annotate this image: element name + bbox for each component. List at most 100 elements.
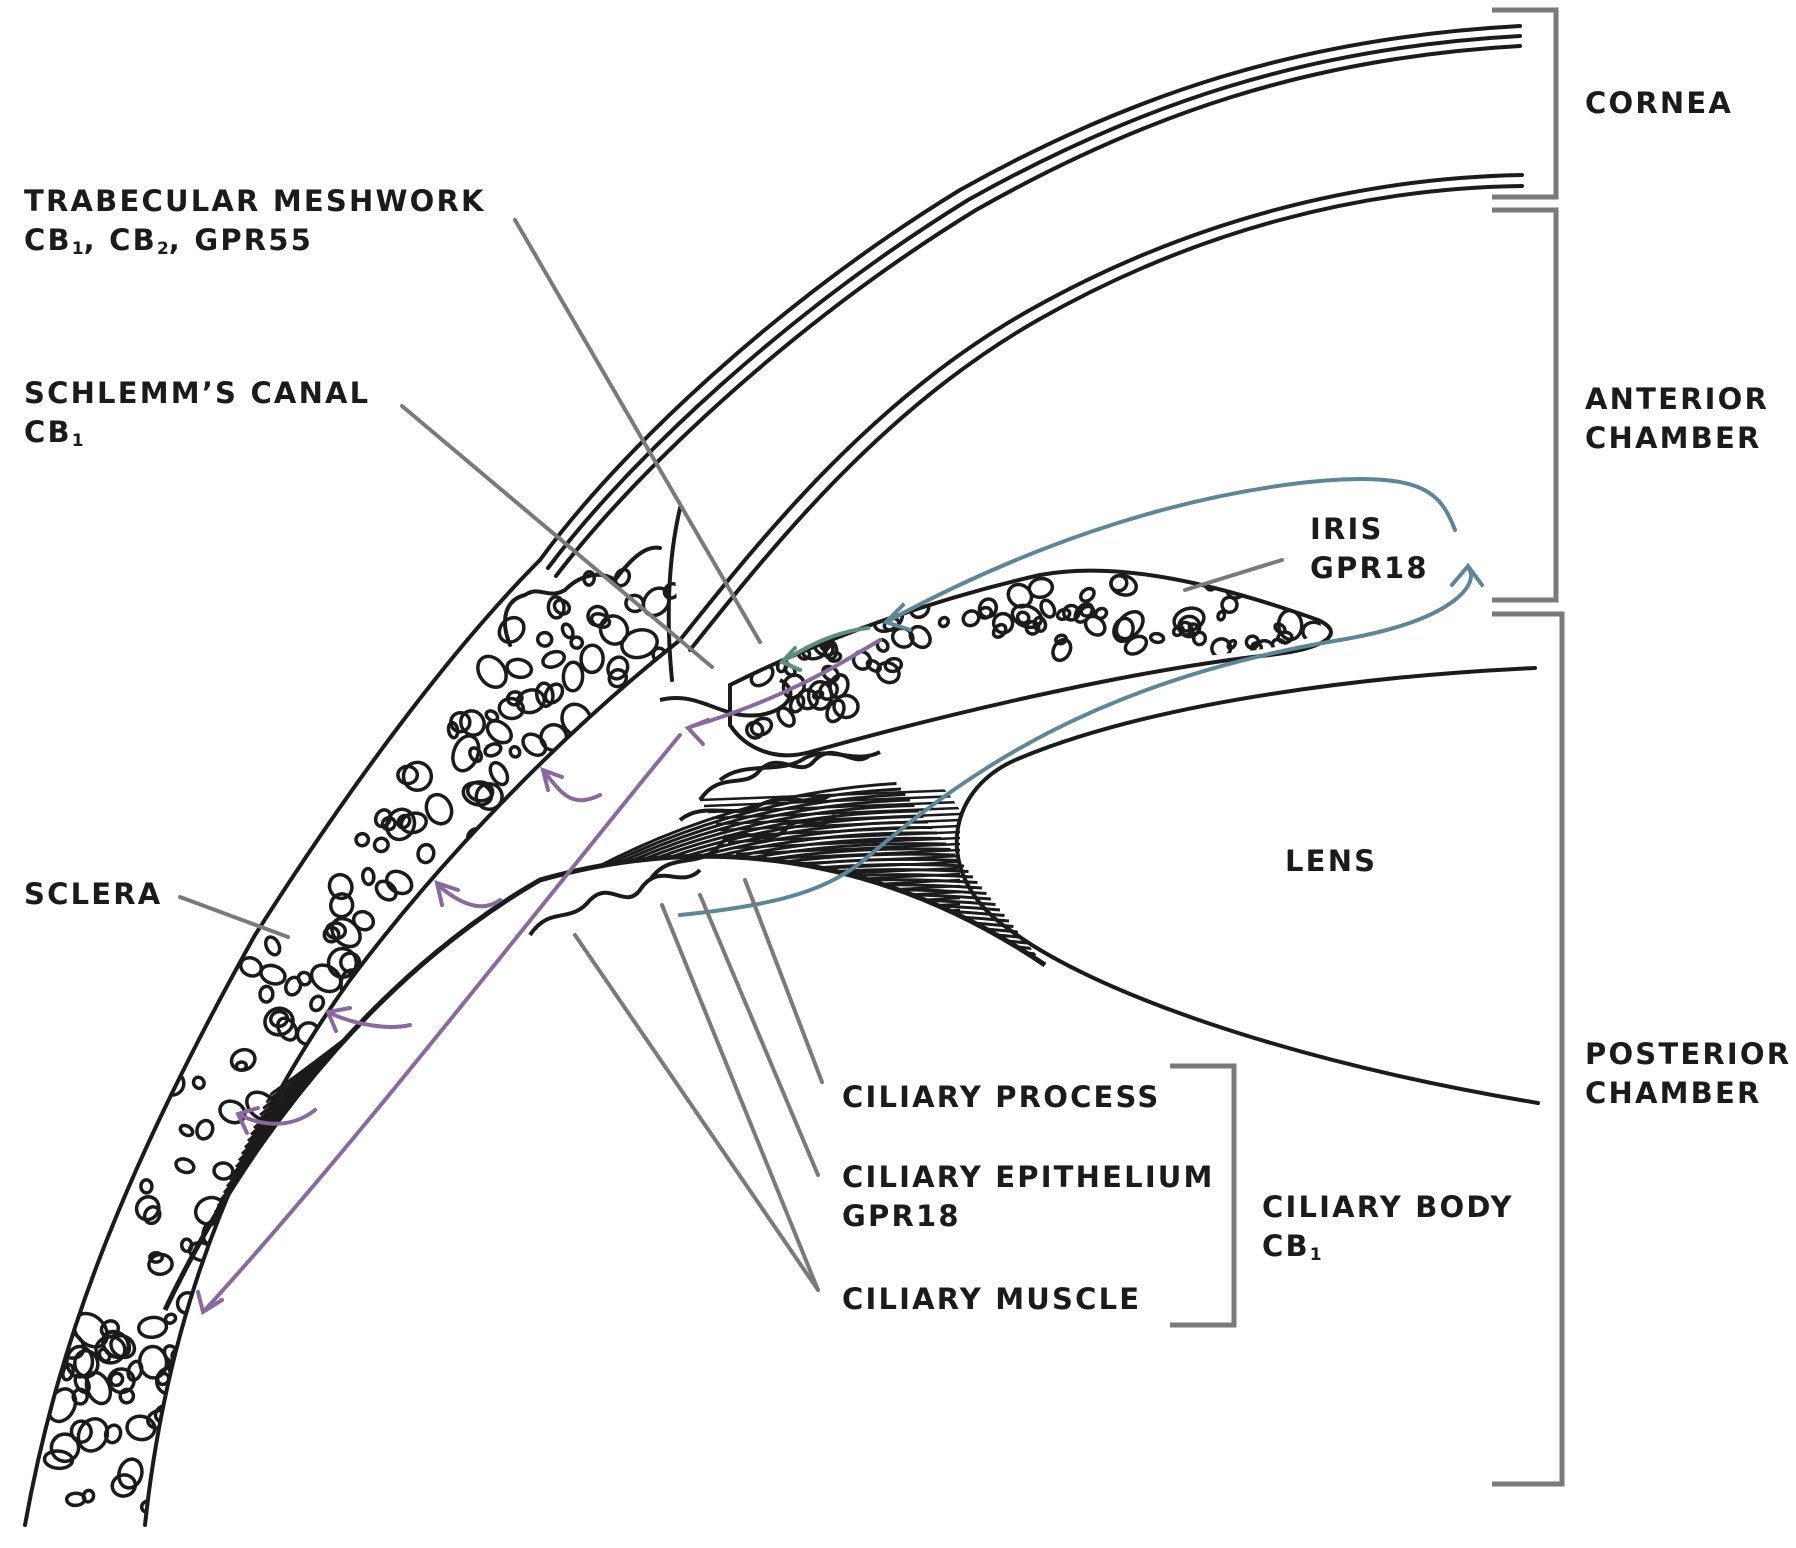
tissue-pore <box>73 1372 91 1395</box>
tissue-pore <box>488 760 510 787</box>
tissue-pore <box>125 1414 157 1442</box>
tissue-pore <box>324 921 348 941</box>
tissue-pore <box>582 569 596 587</box>
tissue-pore <box>875 660 901 685</box>
tissue-pore <box>598 614 630 646</box>
tissue-pore <box>1079 586 1096 603</box>
tissue-pore <box>329 892 355 919</box>
tissue-pore <box>126 1359 144 1382</box>
tissue-pore <box>613 567 632 588</box>
tissue-pore <box>309 994 326 1013</box>
tissue-pore <box>459 709 486 737</box>
tissue-pore <box>1226 638 1238 651</box>
tissue-pore <box>825 698 846 724</box>
tissue-pore <box>465 826 487 848</box>
muscle-fiber <box>219 868 969 1201</box>
tissue-pore <box>191 1075 206 1091</box>
label-anterior-chamber: ANTERIOR CHAMBER <box>1585 382 1770 455</box>
tissue-pore <box>1061 603 1081 622</box>
tissue-pore <box>81 1488 96 1504</box>
tissue-pore <box>234 1060 249 1072</box>
tissue-pore <box>991 611 1015 635</box>
tissue-pore <box>828 673 850 699</box>
arrow-head-icon <box>325 1006 352 1033</box>
tissue-pore <box>110 1473 138 1498</box>
aqueous-flow-path <box>678 477 1484 917</box>
zonule-fiber <box>723 824 961 838</box>
tissue-pore <box>174 1157 196 1175</box>
tissue-pore <box>65 1344 95 1379</box>
cornea-outer-layer-2 <box>546 34 1522 570</box>
tissue-pore <box>1216 609 1227 622</box>
tissue-pore <box>1244 634 1261 650</box>
leader-lines <box>178 218 1284 1292</box>
cornea-limbus-line <box>666 506 682 682</box>
tissue-pore <box>1220 595 1239 615</box>
tissue-pore <box>384 807 417 842</box>
leader-trabecular-meshwork <box>513 218 762 644</box>
muscle-fiber <box>171 945 1041 1305</box>
tissue-pore <box>296 970 313 987</box>
tissue-pore <box>1114 610 1145 641</box>
tissue-pore <box>508 745 522 759</box>
tissue-pore <box>546 595 566 620</box>
ciliary-process-folds <box>528 678 881 937</box>
tissue-pore <box>1112 616 1135 644</box>
tissue-pore <box>515 688 546 715</box>
muscle-fiber <box>243 825 933 1149</box>
tissue-pore <box>137 1315 169 1340</box>
tissue-pore <box>937 615 951 629</box>
tissue-pore <box>1148 631 1166 645</box>
tissue-pore <box>1006 582 1034 609</box>
trabecular-receptors: CB1, CB2, GPR55 <box>24 223 314 259</box>
zonule-fiber <box>727 830 961 844</box>
tissue-pore <box>749 716 774 737</box>
tissue-pore <box>1278 582 1294 596</box>
tissue-pore <box>94 1334 127 1365</box>
bracket-ciliary-body <box>1170 1063 1237 1328</box>
label-lens: LENS <box>1285 844 1378 878</box>
tissue-pore <box>103 1423 123 1445</box>
leader-ciliary-muscle-2 <box>573 933 820 1292</box>
cornea-inner-layer-1 <box>678 173 1524 642</box>
arrow-head-icon <box>540 766 564 792</box>
tissue-pore <box>258 984 275 1004</box>
leader-iris <box>1183 558 1284 592</box>
tissue-pore <box>1319 612 1348 639</box>
tissue-pore <box>449 710 472 734</box>
arrow-head-icon <box>882 603 912 632</box>
tissue-pore <box>961 609 981 628</box>
tissue-pore <box>139 1178 154 1195</box>
trabecular-flow-path <box>778 626 870 672</box>
label-iris: IRIS GPR18 <box>1310 512 1429 585</box>
tissue-pore <box>484 709 500 723</box>
region-brackets <box>1170 7 1565 1487</box>
tissue-pore <box>109 1333 137 1360</box>
tissue-pore <box>811 689 825 700</box>
tissue-pore <box>560 702 593 738</box>
tissue-pore <box>1010 603 1044 630</box>
tissue-pore <box>396 764 420 786</box>
bracket-anterior-chamber <box>1492 207 1559 603</box>
leader-sclera <box>178 895 290 939</box>
tissue-pore <box>178 1123 195 1138</box>
tissue-pore <box>534 681 555 708</box>
tissue-pore <box>117 1457 144 1490</box>
tissue-pore <box>1191 630 1208 647</box>
zonule-fiber <box>711 806 961 820</box>
tissue-pore <box>416 842 436 865</box>
tissue-pore <box>396 813 412 830</box>
muscle-fiber <box>225 857 960 1188</box>
leader-ciliary-process <box>743 878 824 1084</box>
tissue-pore <box>461 781 494 807</box>
tissue-pore <box>497 615 526 644</box>
tissue-pore <box>134 1195 161 1222</box>
zonule-fiber <box>703 794 961 808</box>
tissue-pore <box>424 792 454 826</box>
tissue-pore <box>1073 601 1094 624</box>
tissue-pore <box>1248 573 1272 598</box>
tissue-pore <box>483 742 503 758</box>
tissue-pore <box>142 1205 162 1226</box>
zonule-fiber <box>779 908 961 922</box>
